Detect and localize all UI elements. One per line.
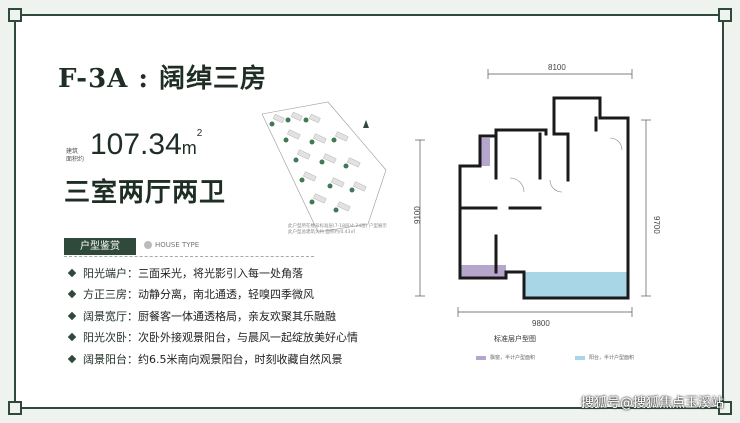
frame-corner xyxy=(718,8,732,22)
layout-name: 三室两厅两卫 xyxy=(64,178,227,208)
building-marker xyxy=(333,207,339,213)
building-block xyxy=(353,181,367,192)
area-label-line2: 面积约 xyxy=(66,156,85,163)
building-marker xyxy=(327,183,333,189)
building-marker xyxy=(319,159,325,165)
walls xyxy=(458,96,630,300)
building-marker xyxy=(285,117,291,123)
watermark: 搜狐号@搜狐焦点玉溪站 xyxy=(580,396,724,411)
building-marker xyxy=(283,137,289,143)
feature-title: 阳光端户： xyxy=(83,266,138,280)
building-block xyxy=(308,113,321,124)
feature-title: 方正三房： xyxy=(83,288,138,302)
section-tag: 户型鉴赏 xyxy=(64,238,136,255)
site-boundary xyxy=(261,101,387,233)
feature-text: 动静分离，南北通透，轻嗅四季微风 xyxy=(138,288,314,302)
legend-item: 阳台，半计户型面积 xyxy=(575,354,634,361)
site-plan xyxy=(261,101,387,233)
dimension-lines xyxy=(415,69,651,317)
page-title: F-3A : 阔绰三房 xyxy=(58,64,268,94)
legend-label: 飘窗，半计户型面积 xyxy=(490,355,536,361)
area-label-line1: 建筑 xyxy=(66,148,79,155)
list-item: 阔景宽厅：厨餐客一体通透格局，亲友欢聚其乐融融 xyxy=(64,305,358,327)
building-marker xyxy=(299,177,305,183)
building-marker xyxy=(293,157,299,163)
building-block xyxy=(287,129,301,140)
dim-right-label: 9700 xyxy=(652,216,660,234)
area-number: 107.34 xyxy=(90,128,182,161)
site-caption-line1: 此户型所在楼号标准层(7-18层/4-24层) 户型展示 xyxy=(288,224,387,229)
feature-text: 厨餐客一体通透格局，亲友欢聚其乐融融 xyxy=(138,309,336,323)
section-mark: HOUSE TYPE xyxy=(144,241,199,249)
area-unit: m xyxy=(181,138,197,158)
diamond-bullet-icon xyxy=(67,311,77,320)
balcony-area xyxy=(524,272,628,298)
feature-text: 约6.5米南向观景阳台，时刻收藏自然风景 xyxy=(138,352,343,366)
building-block xyxy=(323,153,337,164)
list-item: 阳光端户：三面采光，将光影引入每一处角落 xyxy=(64,262,358,284)
floor-plan: 8100 9100 9700 9800 xyxy=(413,63,660,328)
floor-plan-caption: 标准层户型图 xyxy=(494,335,536,343)
dot-icon xyxy=(144,241,152,249)
north-arrow-icon xyxy=(363,120,369,128)
building-marker xyxy=(331,137,337,143)
diamond-bullet-icon xyxy=(67,290,77,299)
building-block xyxy=(347,157,361,168)
building-block xyxy=(303,171,317,182)
building-marker xyxy=(303,117,309,123)
building-block xyxy=(272,113,285,124)
feature-text: 次卧外接观景阳台，与晨风一起绽放美好心情 xyxy=(138,331,358,345)
building-block xyxy=(337,201,351,212)
frame-corner xyxy=(8,8,22,22)
diamond-bullet-icon xyxy=(67,268,77,277)
building-marker xyxy=(349,187,355,193)
feature-title: 阔景阳台： xyxy=(83,352,138,366)
building-block xyxy=(297,149,311,160)
section-mark-text: HOUSE TYPE xyxy=(155,241,200,249)
feature-title: 阳光次卧： xyxy=(83,331,138,345)
building-block xyxy=(313,133,327,144)
frame-corner xyxy=(718,401,732,415)
legend-swatch xyxy=(476,355,486,360)
legend-item: 飘窗，半计户型面积 xyxy=(476,354,535,361)
building-block xyxy=(313,193,327,204)
site-plan-caption: 此户型所在楼号标准层(7-18层/4-24层) 户型展示 此户型总建筑大约 面积… xyxy=(288,224,387,236)
list-item: 阳光次卧：次卧外接观景阳台，与晨风一起绽放美好心情 xyxy=(64,327,358,349)
section-divider xyxy=(64,256,314,257)
area-value: 107.34m2 xyxy=(90,128,202,162)
dim-left-label: 9100 xyxy=(413,206,422,224)
building-marker xyxy=(343,163,349,169)
frame-corner xyxy=(8,401,22,415)
list-item: 阔景阳台：约6.5米南向观景阳台，时刻收藏自然风景 xyxy=(64,348,358,370)
floor-plan-legend: 飘窗，半计户型面积 阳台，半计户型面积 xyxy=(476,354,634,361)
site-caption-line2: 此户型总建筑大约 面积约/0.43㎡ xyxy=(288,230,355,235)
legend-label: 阳台，半计户型面积 xyxy=(589,355,635,361)
legend-swatch xyxy=(575,355,586,360)
feature-text: 三面采光，将光影引入每一处角落 xyxy=(138,266,303,280)
list-item: 方正三房：动静分离，南北通透，轻嗅四季微风 xyxy=(64,284,358,306)
door-swings xyxy=(509,137,623,193)
building-marker xyxy=(309,139,315,145)
area-label: 建筑 面积约 xyxy=(66,148,84,164)
feature-title: 阔景宽厅： xyxy=(83,309,138,323)
page-frame xyxy=(14,14,724,409)
building-block xyxy=(331,177,345,188)
bay-window-area xyxy=(480,138,490,166)
dim-top-label: 8100 xyxy=(548,63,566,72)
dim-bottom-label: 9800 xyxy=(532,319,550,328)
building-block xyxy=(335,131,349,142)
diamond-bullet-icon xyxy=(67,333,77,342)
feature-list: 阳光端户：三面采光，将光影引入每一处角落 方正三房：动静分离，南北通透，轻嗅四季… xyxy=(64,262,358,370)
diamond-bullet-icon xyxy=(67,354,77,363)
building-block xyxy=(290,111,303,122)
building-marker xyxy=(309,199,315,205)
building-marker xyxy=(269,121,275,127)
area-unit-sup: 2 xyxy=(196,128,203,139)
